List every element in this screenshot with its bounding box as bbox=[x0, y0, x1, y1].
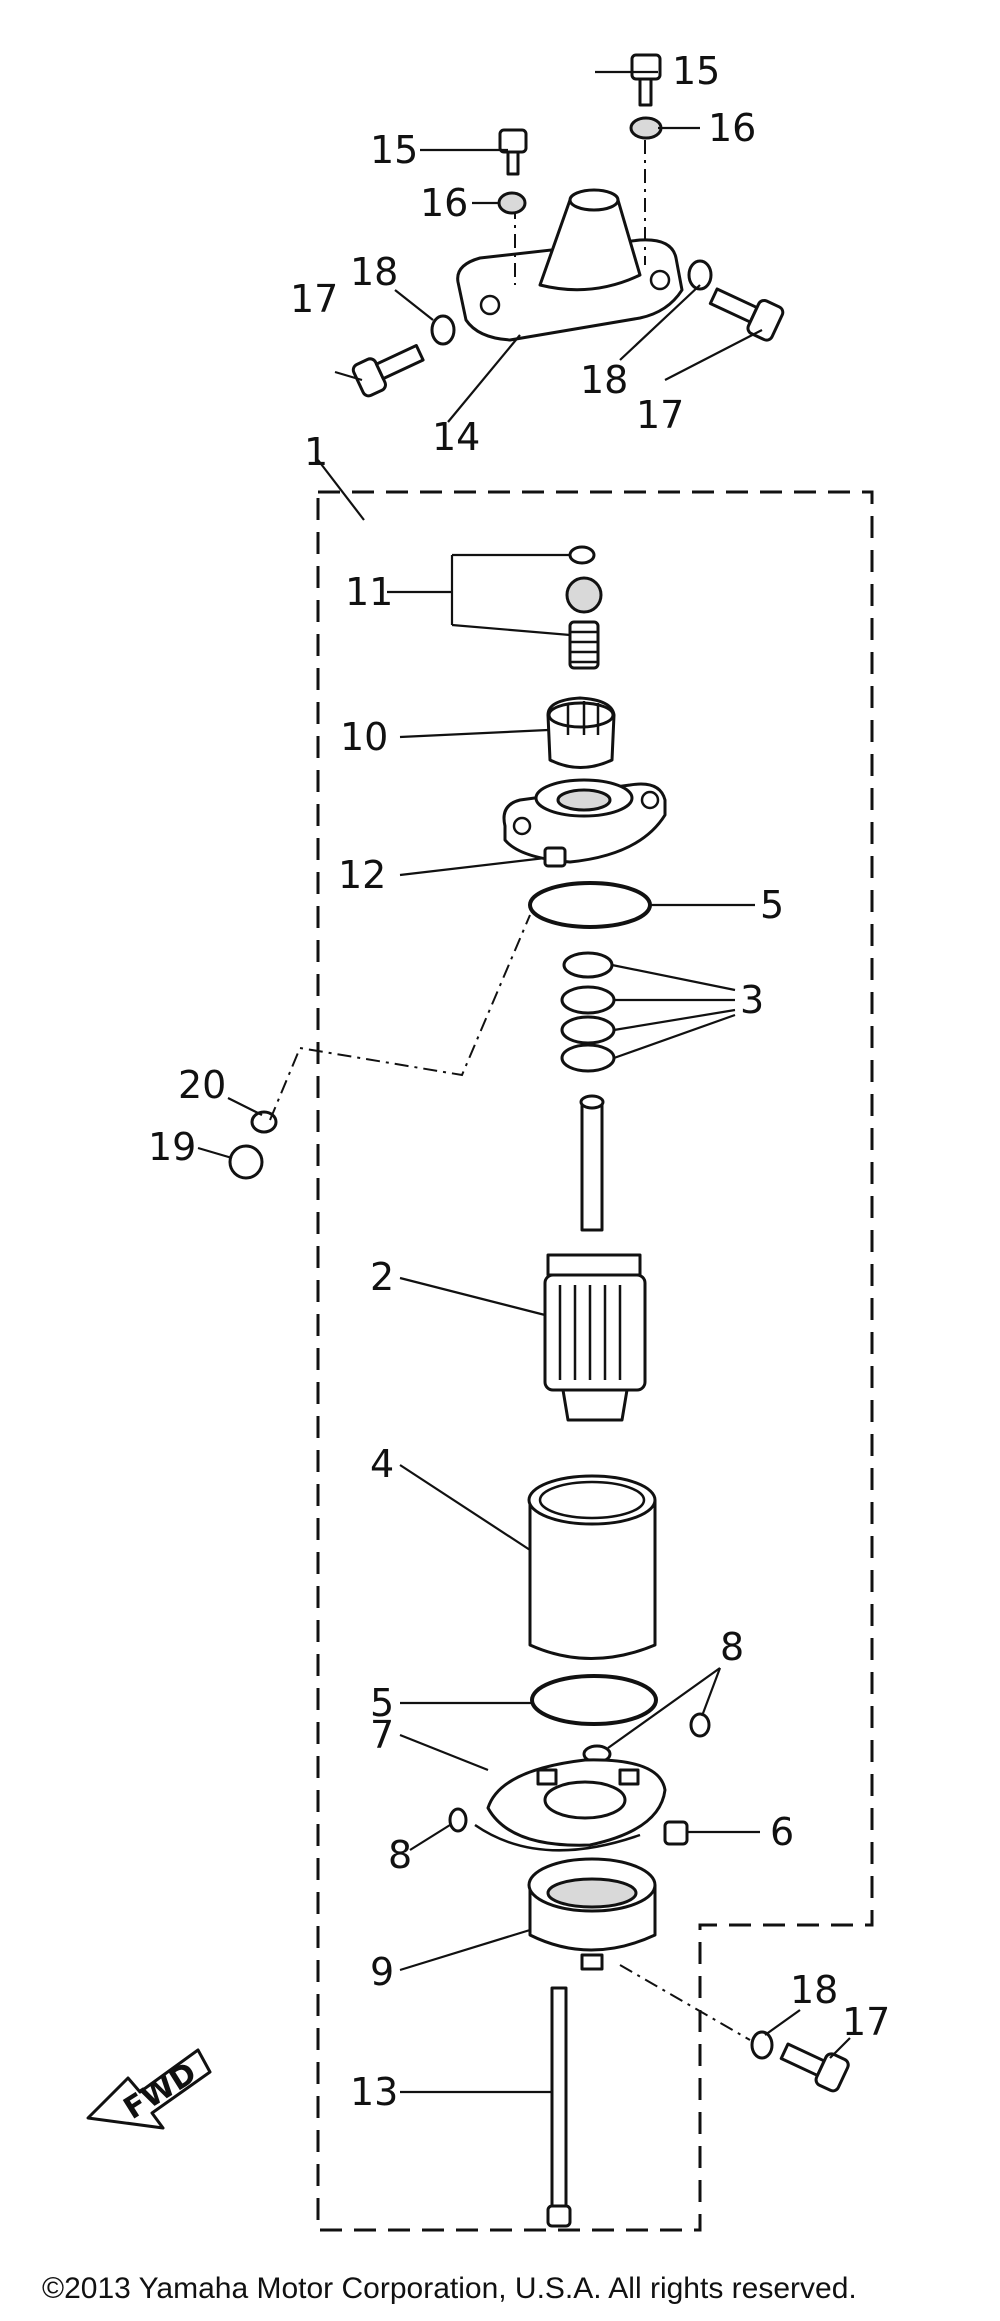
bolt-15-left bbox=[498, 128, 528, 176]
brushes-3 bbox=[560, 951, 616, 1073]
callout-9: 9 bbox=[370, 1950, 394, 1994]
terminal-6 bbox=[663, 1820, 689, 1846]
clip-ball-spring-11 bbox=[565, 545, 603, 670]
fwd-label: FWD bbox=[118, 2056, 203, 2127]
callout-4: 4 bbox=[370, 1442, 394, 1486]
washer-18-lower bbox=[750, 2030, 774, 2060]
callout-5-lower: 5 bbox=[370, 1681, 394, 1725]
end-cover-9 bbox=[527, 1857, 657, 1971]
armature-2 bbox=[543, 1094, 647, 1422]
callout-6: 6 bbox=[770, 1810, 794, 1854]
leader-lines bbox=[197, 70, 851, 2094]
callout-15-left: 15 bbox=[370, 128, 418, 172]
callout-16-left: 16 bbox=[420, 181, 468, 225]
callout-10: 10 bbox=[340, 715, 388, 759]
yoke-4 bbox=[527, 1474, 657, 1660]
o-ring-5-lower bbox=[530, 1674, 658, 1726]
assembly-boundary bbox=[316, 490, 874, 2232]
callout-18-top-left: 18 bbox=[350, 250, 398, 294]
callout-7: 7 bbox=[370, 1713, 394, 1757]
alignment-line-bolt bbox=[619, 1964, 751, 2041]
washer-16-left bbox=[497, 191, 527, 215]
callout-8-right: 8 bbox=[720, 1625, 744, 1669]
callout-11: 11 bbox=[345, 570, 393, 614]
callout-14: 14 bbox=[432, 415, 480, 459]
callout-17-top-right: 17 bbox=[636, 393, 684, 437]
callout-2: 2 bbox=[370, 1255, 394, 1299]
copyright-notice: ©2013 Yamaha Motor Corporation, U.S.A. A… bbox=[42, 2272, 857, 2305]
bolt-17-lower bbox=[779, 2042, 850, 2093]
washer-18-left bbox=[430, 314, 456, 346]
insulator-8-right bbox=[689, 1712, 711, 1738]
callout-20: 20 bbox=[178, 1063, 226, 1107]
callout-17-top-left: 17 bbox=[290, 277, 338, 321]
washer-20 bbox=[250, 1110, 278, 1134]
callout-15-right: 15 bbox=[672, 49, 720, 93]
callout-3: 3 bbox=[740, 978, 764, 1022]
bolt-15-right bbox=[630, 53, 662, 107]
fwd-arrow: FWD bbox=[86, 2048, 212, 2130]
insulator-8-left bbox=[448, 1807, 468, 1833]
callout-18-top-right: 18 bbox=[580, 358, 628, 402]
drive-gear-10 bbox=[546, 696, 616, 769]
through-bolt-13 bbox=[546, 1986, 572, 2228]
callout-19: 19 bbox=[148, 1125, 196, 1169]
callout-17-lower: 17 bbox=[842, 2000, 890, 2044]
callout-18-lower: 18 bbox=[790, 1968, 838, 2012]
bolt-17-right bbox=[708, 287, 785, 342]
bolt-17-left bbox=[351, 344, 425, 398]
o-ring-5-upper bbox=[528, 881, 652, 929]
brush-holder-7 bbox=[474, 1758, 667, 1852]
callout-13: 13 bbox=[350, 2070, 398, 2114]
callout-16-right: 16 bbox=[708, 106, 756, 150]
screw-19 bbox=[228, 1144, 264, 1180]
callout-8-left: 8 bbox=[388, 1833, 412, 1877]
callout-12: 12 bbox=[338, 853, 386, 897]
alignment-line-screw bbox=[269, 914, 531, 1121]
washer-18-right bbox=[687, 259, 713, 291]
callout-5-upper: 5 bbox=[760, 883, 784, 927]
upper-bracket-14 bbox=[456, 140, 684, 342]
callout-1: 1 bbox=[304, 430, 328, 474]
washer-16-right bbox=[629, 116, 663, 140]
end-bracket-12 bbox=[502, 778, 667, 868]
